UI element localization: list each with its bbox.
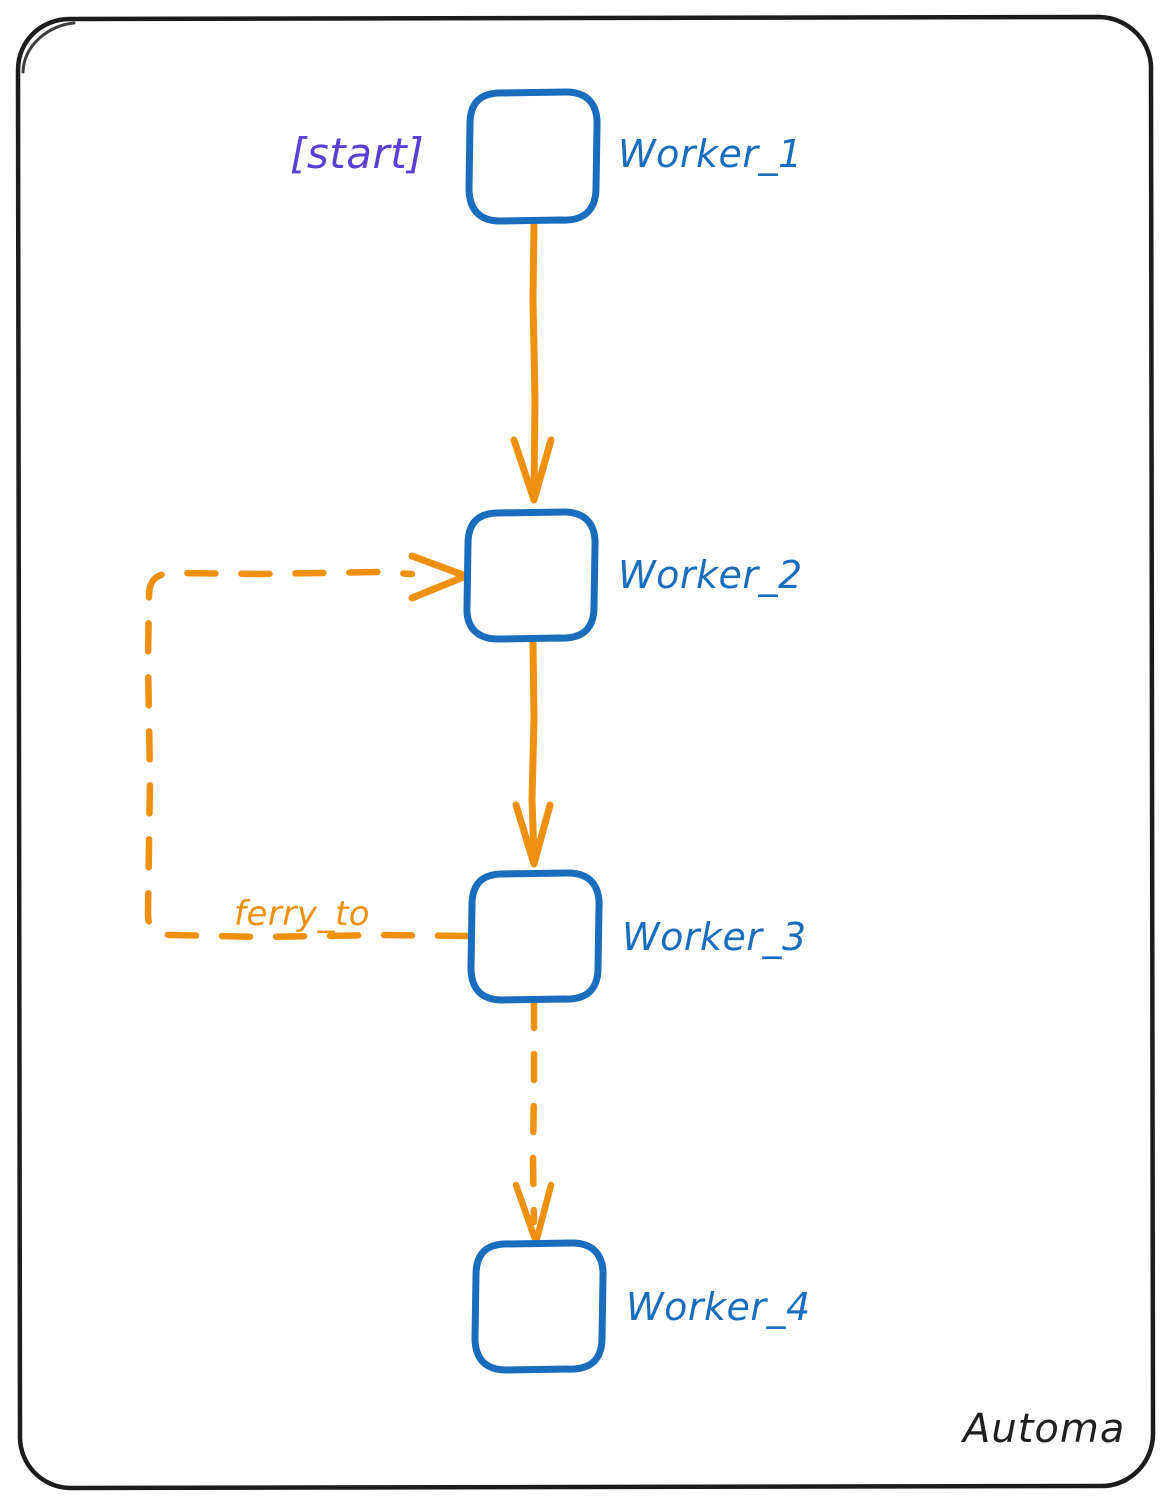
watermark-automa: Automa	[960, 1406, 1125, 1452]
node-label-worker-4: Worker_4	[626, 1285, 811, 1329]
node-worker-2[interactable]	[463, 508, 599, 643]
node-worker-3[interactable]	[467, 869, 603, 1004]
edge-label-ferry-to: ferry_to	[234, 894, 370, 934]
node-label-worker-3: Worker_3	[622, 915, 807, 959]
node-label-worker-1: Worker_1	[618, 132, 803, 176]
diagram-frame	[15, 14, 1156, 1491]
start-label: [start]	[290, 129, 424, 178]
edge-worker2-worker3	[512, 637, 554, 868]
node-worker-4[interactable]	[471, 1239, 607, 1374]
edge-worker1-worker2	[510, 218, 555, 504]
node-worker-1[interactable]	[465, 88, 601, 225]
edge-worker3-worker2-ferry	[144, 552, 470, 941]
edge-worker3-worker4	[512, 998, 555, 1246]
node-label-worker-2: Worker_2	[618, 553, 803, 597]
